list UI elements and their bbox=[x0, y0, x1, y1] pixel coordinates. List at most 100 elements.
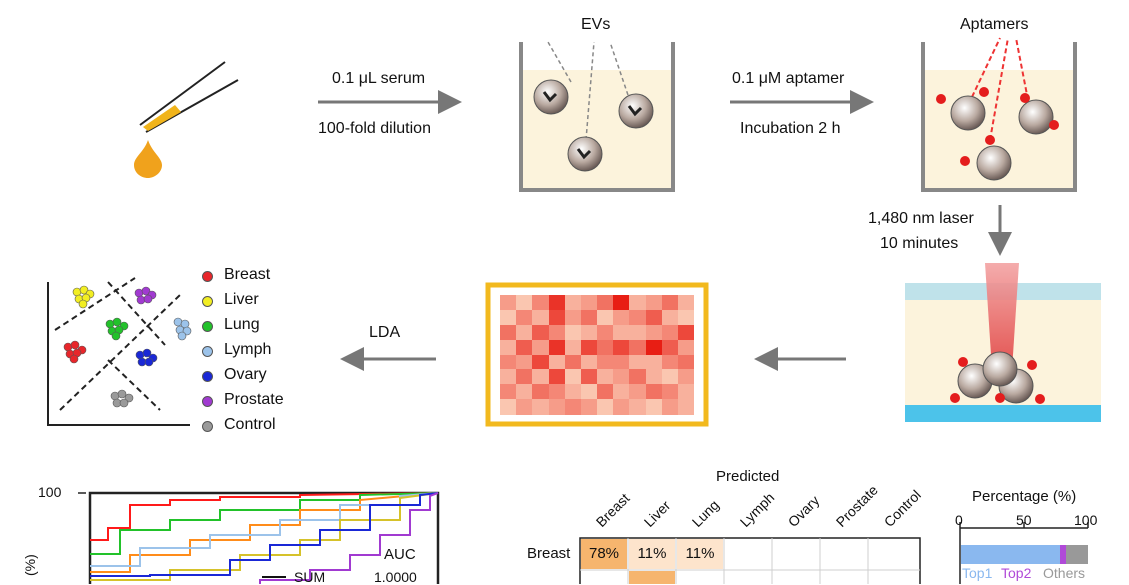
confusion-cell-breast-ovary bbox=[772, 539, 820, 569]
heatmap-cell bbox=[597, 369, 614, 385]
heatmap-cell bbox=[564, 369, 582, 385]
confusion-cell-fill-breast-lung bbox=[677, 539, 723, 569]
percentage-bar-top1 bbox=[961, 545, 1061, 564]
confusion-title: Predicted bbox=[716, 468, 780, 485]
heatmap-cell bbox=[613, 339, 630, 355]
beaker-evs bbox=[519, 41, 675, 192]
roc-auc-header: AUC bbox=[384, 546, 416, 563]
heatmap-cell bbox=[613, 384, 630, 400]
legend-dot-ovary bbox=[202, 371, 213, 382]
heatmap-cell bbox=[548, 295, 566, 311]
heatmap-cell bbox=[564, 324, 582, 341]
heatmap-cell bbox=[661, 354, 679, 370]
heatmap-cell bbox=[548, 354, 566, 370]
roc-ytick-100: 100 bbox=[38, 484, 62, 500]
heatmap-cell bbox=[500, 309, 517, 326]
heatmap-cell bbox=[629, 295, 646, 311]
heatmap-cell bbox=[532, 295, 549, 311]
heatmap-cell bbox=[629, 369, 646, 385]
legend-label-control: Control bbox=[224, 416, 276, 433]
heatmap-cell bbox=[597, 309, 614, 326]
heatmap-cell bbox=[516, 309, 533, 326]
heatmap-cell bbox=[645, 324, 663, 341]
percentage-bar bbox=[961, 545, 1088, 564]
heatmap-cell bbox=[532, 384, 549, 400]
heatmap-cell bbox=[532, 309, 549, 326]
heatmap-cell bbox=[677, 309, 695, 326]
heatmap-cell bbox=[629, 339, 646, 355]
heatmap-cell bbox=[564, 309, 582, 326]
lda-clusters bbox=[63, 285, 192, 408]
legend-dot-liver bbox=[202, 296, 213, 307]
heatmap-cell bbox=[645, 399, 663, 415]
heatmap-cell bbox=[613, 399, 630, 415]
lda-plot bbox=[47, 277, 190, 426]
step2-label-line2: Incubation 2 h bbox=[740, 120, 841, 137]
heatmap-cell bbox=[677, 369, 695, 385]
confusion-cell-fill-breast-liver bbox=[629, 539, 675, 569]
step1-label-line1: 0.1 μL serum bbox=[332, 70, 426, 87]
heatmap-cell bbox=[677, 384, 695, 400]
heatmap-cell bbox=[613, 354, 630, 370]
heatmap-cell bbox=[500, 369, 517, 385]
heatmap-cell bbox=[661, 309, 679, 326]
heatmap-cell bbox=[516, 324, 533, 341]
heatmap-cell bbox=[548, 309, 566, 326]
legend-label-breast: Breast bbox=[224, 266, 271, 283]
confusion-cell-breast-lung: 11% bbox=[685, 545, 715, 562]
heatmap-cell bbox=[645, 295, 663, 311]
heatmap-cell bbox=[516, 369, 533, 385]
heatmap-cell bbox=[629, 399, 646, 415]
heatmap-cell bbox=[597, 399, 614, 415]
heatmap-cell bbox=[548, 399, 566, 415]
heatmap-cell bbox=[516, 339, 533, 355]
legend-dot-breast bbox=[202, 271, 213, 282]
heatmap-cell bbox=[677, 399, 695, 415]
percentage-axis bbox=[959, 522, 1089, 584]
heatmap-cell bbox=[500, 384, 517, 400]
heatmap-cell bbox=[580, 295, 598, 311]
pipette-icon bbox=[139, 61, 239, 133]
heatmap-cell bbox=[516, 399, 533, 415]
heatmap-cell bbox=[629, 324, 646, 341]
heatmap-cell bbox=[500, 339, 517, 355]
heatmap-cell bbox=[532, 369, 549, 385]
confusion-cell-breast-prostate bbox=[820, 539, 868, 569]
evs-label: EVs bbox=[581, 16, 611, 33]
legend-dot-control bbox=[202, 421, 213, 432]
heatmap-cell bbox=[677, 339, 695, 355]
percentage-legend-top1: Top1 bbox=[962, 565, 993, 581]
aptamers-label: Aptamers bbox=[960, 16, 1029, 33]
legend-label-lung: Lung bbox=[224, 316, 260, 333]
heatmap-cell bbox=[564, 354, 582, 370]
step1-label-line2: 100-fold dilution bbox=[318, 120, 431, 137]
heatmap-cell bbox=[597, 324, 614, 341]
heatmap-cell bbox=[645, 384, 663, 400]
roc-ylabel: (%) bbox=[22, 554, 38, 576]
heatmap-cell bbox=[677, 354, 695, 370]
heatmap-cell bbox=[645, 354, 663, 370]
heatmap-cell bbox=[661, 295, 679, 311]
roc-plot bbox=[78, 491, 440, 584]
heatmap-cell bbox=[629, 354, 646, 370]
heatmap-cell bbox=[532, 354, 549, 370]
heatmap-cell bbox=[645, 309, 663, 326]
legend-dot-lymph bbox=[202, 346, 213, 357]
heatmap-cell bbox=[629, 384, 646, 400]
heatmap-cell bbox=[597, 339, 614, 355]
heatmap-cell bbox=[548, 339, 566, 355]
confusion-cell-breast-breast: 78% bbox=[588, 545, 620, 562]
legend-label-prostate: Prostate bbox=[224, 391, 284, 408]
heatmap-cell bbox=[580, 369, 598, 385]
heatmap-cell bbox=[548, 324, 566, 341]
percentage-title: Percentage (%) bbox=[972, 488, 1077, 505]
confusion-cell-fill-breast-breast bbox=[581, 539, 627, 569]
laser-label-line1: 1,480 nm laser bbox=[868, 210, 974, 227]
heatmap-cell bbox=[597, 295, 614, 311]
heatmap-cell bbox=[548, 369, 566, 385]
percentage-tick-0: 0 bbox=[955, 512, 963, 528]
percentage-bar-top2 bbox=[1060, 545, 1067, 564]
heatmap-cell bbox=[645, 369, 663, 385]
